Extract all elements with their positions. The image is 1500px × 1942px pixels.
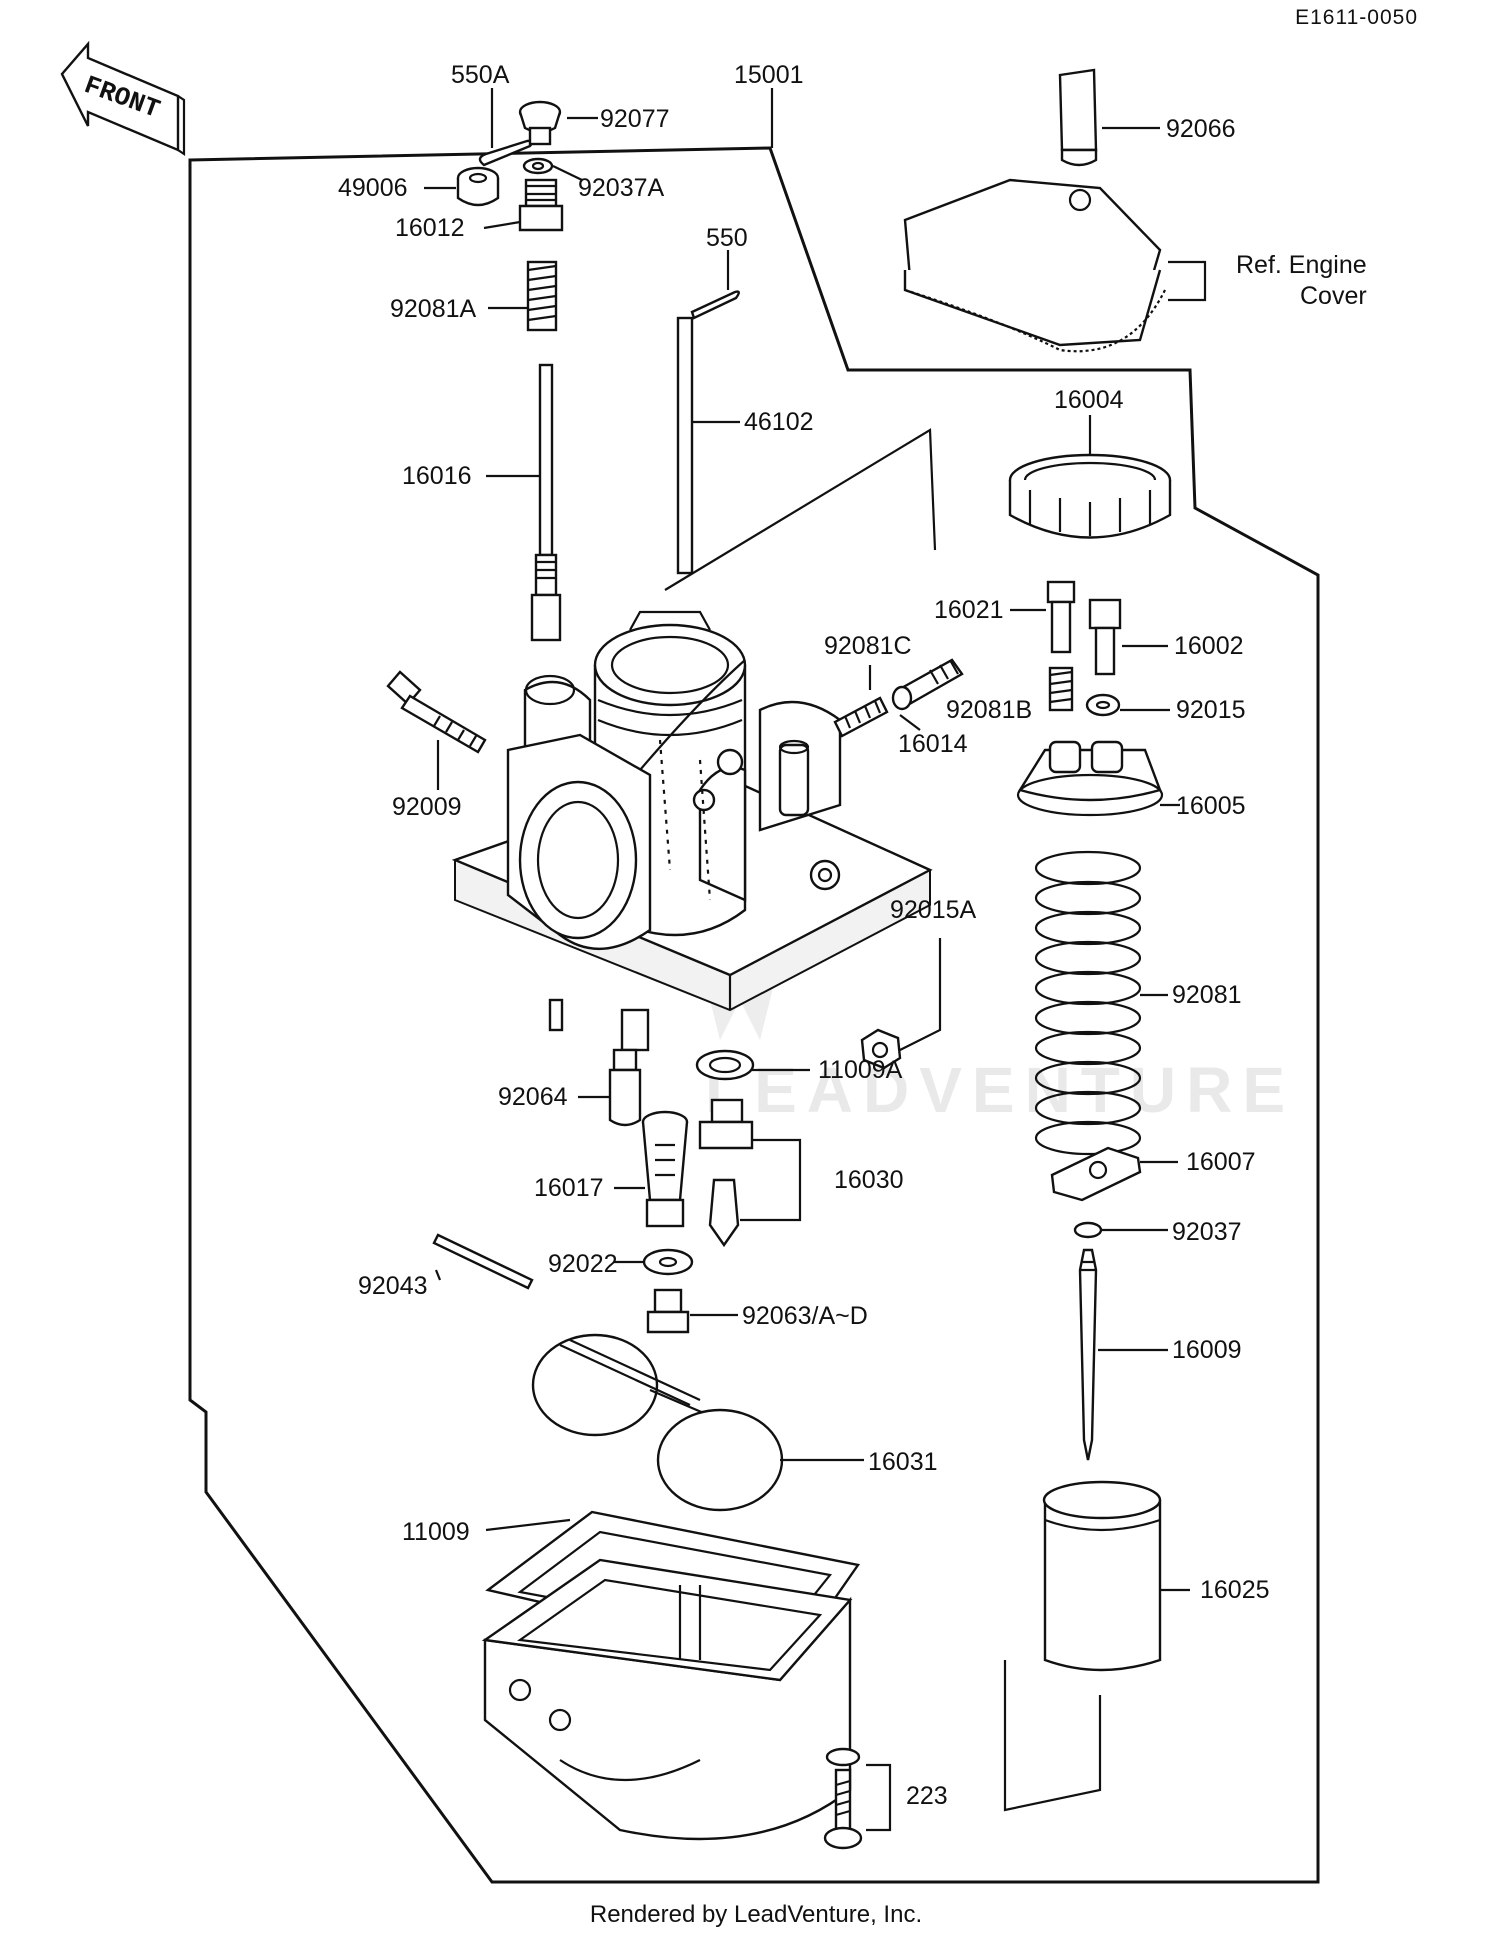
carburetor-body [451,610,933,1052]
float-valve-16030 [698,1098,754,1248]
washer-92022 [642,1248,694,1276]
callout-16030: 16030 [834,1166,904,1194]
watermark: LEADVENTURE [705,1054,1295,1126]
callout-16004: 16004 [1054,386,1124,414]
cotter-pin-550 [690,290,740,320]
washer-92037a [522,157,554,175]
callout-16005: 16005 [1176,792,1246,820]
throttle-valve-16025 [1042,1480,1162,1672]
callout-92081a: 92081A [390,295,477,323]
washer-11009a [695,1049,755,1081]
callout-16009: 16009 [1172,1336,1242,1364]
needle-jet-16017 [641,1110,689,1228]
main-jet-92063 [646,1288,690,1334]
callout-11009: 11009 [402,1518,470,1546]
callout-92037a: 92037A [578,174,665,202]
callout-92009: 92009 [392,793,462,821]
float-16031 [531,1333,784,1512]
callout-16007: 16007 [1186,1148,1256,1176]
pin-92043 [432,1233,534,1290]
callout-15001: 15001 [734,61,804,89]
callout-16017: 16017 [534,1174,604,1202]
spring-92081 [1034,850,1142,1156]
callout-92066: 92066 [1166,115,1236,143]
callout-92037: 92037 [1172,1218,1242,1246]
nut-92015 [1085,693,1121,717]
valve-bracket [1003,1660,1102,1812]
pin-46102 [676,316,694,575]
callout-16012: 16012 [395,214,465,242]
jet-needle-16009 [1078,1248,1098,1461]
nut-49006 [456,166,500,207]
callout-550a: 550A [451,61,510,89]
front-arrow: FRONT [60,40,186,157]
cap-16012 [518,178,564,232]
callout-16002: 16002 [1174,632,1244,660]
screw-92009 [386,670,487,754]
callout-92081c: 92081C [824,632,912,660]
callout-11009a: 11009A [818,1056,903,1084]
adjuster-16002 [1088,598,1122,676]
callout-92015: 92015 [1176,696,1246,724]
cap-16005 [1016,740,1164,817]
leader-lines [424,88,1207,1832]
needle-92066 [1058,68,1098,167]
callout-92081b: 92081B [946,696,1032,724]
callout-16025: 16025 [1200,1576,1270,1604]
callout-550: 550 [706,224,748,252]
callout-92077: 92077 [600,105,670,133]
callout-92064: 92064 [498,1083,568,1111]
callout-92015a: 92015A [890,896,977,924]
callout-92081: 92081 [1172,981,1242,1009]
callout-16031: 16031 [868,1448,938,1476]
nut-92015a [860,1028,902,1070]
callout-labels: 550A 15001 92077 49006 92037A 16012 550 … [338,61,1367,1810]
callout-92022: 92022 [548,1250,618,1278]
screw-223 [823,1747,863,1850]
retainer-16007 [1050,1146,1142,1202]
cable-adjuster-16016 [530,363,562,642]
callout-223: 223 [906,1782,948,1810]
callout-49006: 49006 [338,174,408,202]
cap-ring-16004 [1008,453,1172,539]
callout-46102: 46102 [744,408,814,436]
bracket-line [664,428,937,591]
footer-credit: Rendered by LeadVenture, Inc. [590,1901,922,1928]
callout-16014: 16014 [898,730,968,758]
callout-16016: 16016 [402,462,472,490]
adjuster-16021 [1046,580,1076,654]
ref-engine-label: Ref. Engine [1236,251,1367,279]
float-bowl [481,1558,853,1841]
jet-92064 [608,1048,642,1127]
assembly-boundary [188,146,1320,1884]
diagram-code: E1611-0050 [1295,6,1418,29]
spring-92081a [526,260,558,332]
spring-92081c [833,696,889,738]
ref-cover-label: Cover [1300,282,1367,310]
clip-92037 [1073,1221,1103,1239]
callout-92063ad: 92063/A~D [742,1302,868,1330]
engine-cover-ref [903,178,1166,353]
callout-92043: 92043 [358,1272,428,1300]
callout-16021: 16021 [934,596,1004,624]
spring-92081b [1048,666,1074,712]
cap-92077 [518,100,562,146]
screw-16014 [891,658,964,711]
